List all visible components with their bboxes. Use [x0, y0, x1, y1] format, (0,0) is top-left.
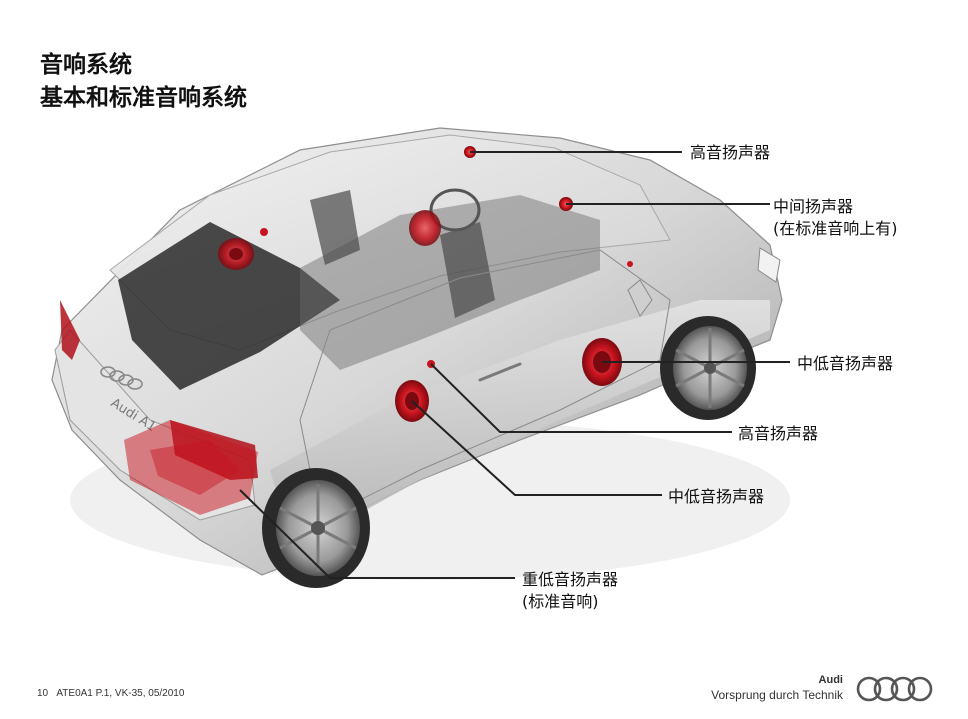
wheel-front [660, 316, 756, 420]
headlight [757, 247, 781, 283]
callout-woofer-front: 中低音扬声器 [797, 354, 894, 373]
page-number: 10 [37, 688, 49, 699]
side-mirror [627, 279, 653, 317]
document-reference: ATE0A1 P.1, VK-35, 05/2010 [56, 688, 185, 699]
footer-info: 10 ATE0A1 P.1, VK-35, 05/2010 [37, 688, 190, 699]
page-title: 音响系统 [40, 52, 132, 78]
leader-subwoofer [239, 489, 515, 579]
callout-woofer-door: 中低音扬声器 [668, 487, 765, 506]
wheel-rear [262, 468, 370, 588]
page-subtitle: 基本和标准音响系统 [40, 85, 247, 111]
car-seat-rear [310, 190, 360, 265]
steering-wheel [429, 188, 481, 232]
brand-name: Audi [818, 674, 843, 686]
callout-tweeter-top: 高音扬声器 [690, 143, 771, 162]
speaker-front-left [409, 210, 441, 246]
speaker-rear-left [218, 238, 254, 270]
four-rings-logo-icon [856, 676, 933, 702]
speaker-subwoofer [124, 420, 258, 515]
leader-tweeter-door [430, 363, 732, 433]
callout-subwoofer: 重低音扬声器 [522, 570, 619, 589]
callout-midrange: 中间扬声器 [773, 197, 854, 216]
leader-lines [239, 151, 790, 579]
callout-midrange-note: (在标准音响上有) [773, 219, 898, 238]
door-outline [299, 249, 671, 521]
rear-rings-emblem [100, 366, 143, 390]
leader-woofer-door [411, 400, 662, 496]
tail-light-left [60, 300, 80, 360]
door-handle [478, 362, 522, 382]
car-seat-front [440, 222, 495, 318]
callout-subwoofer-note: (标准音响) [522, 592, 599, 611]
brand-slogan: Vorsprung durch Technik [711, 688, 843, 702]
callout-tweeter-door: 高音扬声器 [738, 424, 819, 443]
speaker-small-rear [260, 228, 633, 267]
car-side-sill [270, 300, 770, 540]
car-trunk-interior [118, 222, 340, 390]
